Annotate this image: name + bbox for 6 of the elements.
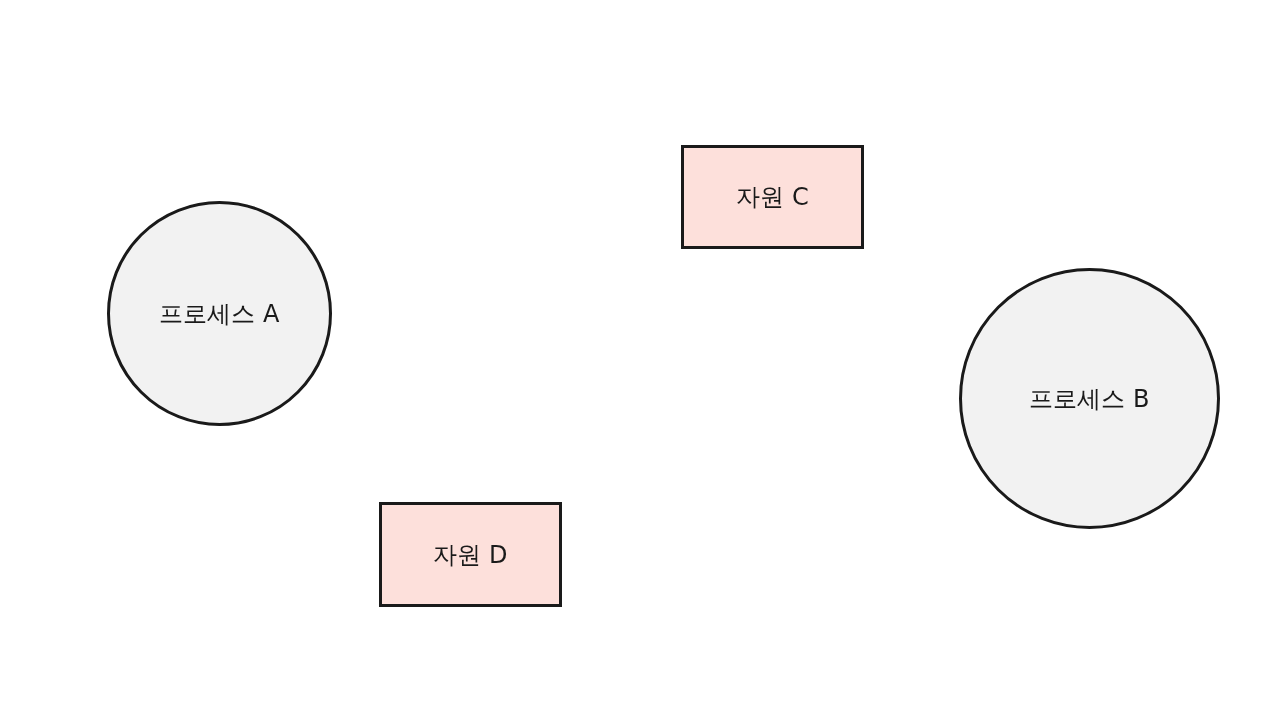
node-label: 프로세스 A [159,298,280,330]
resource-box [379,502,562,607]
node-label: 자원 D [433,539,508,571]
node-label: 프로세스 B [1029,383,1150,415]
node-label: 자원 C [736,182,809,213]
resource-box [681,145,864,249]
